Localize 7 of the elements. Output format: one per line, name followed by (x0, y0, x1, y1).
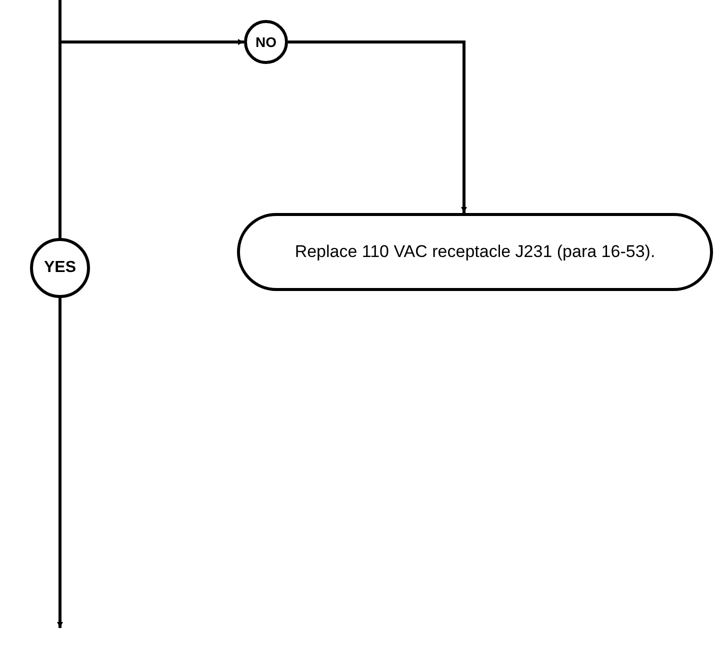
arrow (58, 0, 244, 45)
connector-circle (244, 20, 288, 64)
arrow (57, 298, 63, 628)
action-text: Replace 110 VAC receptacle J231 (para 16-53). (294, 242, 656, 262)
arrow (288, 40, 467, 213)
answer-label: NO (256, 34, 276, 50)
answer-label: YES (44, 259, 76, 277)
